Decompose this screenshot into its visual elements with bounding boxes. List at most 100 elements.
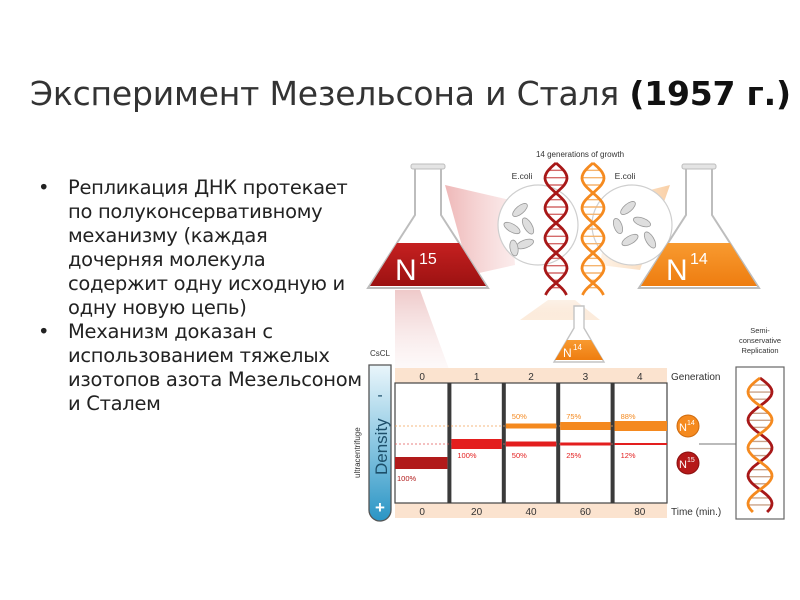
title-main: Эксперимент Мезельсона и Сталя <box>30 74 620 113</box>
beam-center <box>520 300 600 320</box>
time-tick: 40 <box>525 507 537 518</box>
flask-n14-liquid <box>641 243 757 286</box>
semi-label-line: Replication <box>741 346 778 355</box>
tube-body <box>368 364 392 522</box>
time-tick: 20 <box>471 507 483 518</box>
flask-n14: N 14 <box>637 163 761 289</box>
hybrid-percent-label: 12% <box>621 451 636 460</box>
flask-small-n14: N 14 <box>552 305 606 363</box>
legend-n14-symbol: N <box>679 422 687 434</box>
band-hybrid <box>451 439 502 449</box>
ecoli-left-group <box>497 184 579 266</box>
flask-n15-symbol: N <box>395 254 417 287</box>
bullet-item: • Механизм доказан с использованием тяжел… <box>38 320 368 416</box>
light-percent-label: 88% <box>621 412 636 421</box>
bullet-marker: • <box>38 176 50 199</box>
legend-n15-mass: 15 <box>687 457 695 464</box>
light-percent-label: 50% <box>512 412 527 421</box>
hybrid-percent-label: 25% <box>566 451 581 460</box>
growth-label: 14 generations of growth <box>536 150 624 159</box>
generation-tick: 1 <box>474 372 480 383</box>
hybrid-percent-label: 100% <box>457 451 477 460</box>
ecoli-right-label: E.coli <box>615 171 636 181</box>
page-title: Эксперимент Мезельсона и Сталя (1957 г.) <box>30 74 791 113</box>
ultracentrifuge-label: ultracentrifuge <box>353 427 362 478</box>
helix-strand <box>580 161 606 296</box>
helix-strand <box>746 376 774 513</box>
time-tick: 80 <box>634 507 646 518</box>
gradient-grid: 0 0 100% 1 20 100% 2 40 50% 50% 3 60 75% 25% 4 80 88% 12%… <box>394 368 721 518</box>
ecoli-left-label: E.coli <box>512 171 533 181</box>
heavy-percent-label: 100% <box>397 474 417 483</box>
helix-strand <box>543 161 569 296</box>
band-light <box>505 423 557 429</box>
grid-header-bar <box>395 368 667 383</box>
flask-n15-liquid <box>370 243 486 286</box>
grid-divider <box>447 383 452 503</box>
density-minus: - <box>377 387 382 404</box>
flask-small-mass: 14 <box>573 343 582 352</box>
bullet-text: Репликация ДНК протекает по полуконсерва… <box>68 176 348 319</box>
flask-n15-mass: 15 <box>419 251 437 268</box>
semi-label-line: conservative <box>739 336 781 345</box>
grid-footer-bar <box>395 503 667 518</box>
time-tick: 60 <box>580 507 592 518</box>
density-plus: + <box>375 498 385 517</box>
legend-n15-circle <box>676 451 700 475</box>
bacterium-icon <box>621 233 639 247</box>
band-hybrid <box>614 443 667 445</box>
band-light <box>614 421 667 431</box>
legend-n14-circle <box>676 414 700 438</box>
semi-box-frame <box>735 366 785 520</box>
title-year: (1957 г.) <box>629 74 791 113</box>
cscl-label: CsCL <box>370 349 391 358</box>
hybrid-percent-label: 50% <box>512 451 527 460</box>
flask-n14-rim <box>681 163 717 170</box>
bacterium-icon <box>503 221 521 235</box>
band-light <box>560 422 611 430</box>
band-heavy <box>395 457 448 469</box>
helix-strand <box>580 161 606 296</box>
band-hybrid <box>505 441 557 447</box>
dna-helix-light <box>580 161 606 296</box>
bacterium-icon <box>643 231 657 249</box>
band-hybrid <box>560 442 611 446</box>
generation-tick: 2 <box>528 372 534 383</box>
ecoli-right-circle <box>591 184 673 266</box>
generation-tick: 3 <box>583 372 589 383</box>
flask-n14-symbol: N <box>666 254 688 287</box>
time-tick: 0 <box>419 507 425 518</box>
dna-helix-semi <box>746 376 774 513</box>
flask-small-symbol: N <box>563 346 572 360</box>
generation-tick: 4 <box>637 372 643 383</box>
bacterium-icon <box>509 239 519 257</box>
legend-n15: N 15 <box>676 451 700 475</box>
bullet-list: • Репликация ДНК протекает по полуконсерв… <box>38 176 368 416</box>
ecoli-right-group <box>591 184 673 266</box>
light-percent-label: 75% <box>566 412 581 421</box>
semi-conservative-box: Semi- conservative Replication <box>735 326 785 520</box>
bullet-item: • Репликация ДНК протекает по полуконсерв… <box>38 176 368 320</box>
bacterium-icon <box>512 203 528 217</box>
dna-helix-heavy <box>543 161 569 296</box>
flask-n14-mass: 14 <box>690 251 708 268</box>
semi-label-line: Semi- <box>750 326 770 335</box>
legend-n14-mass: 14 <box>687 420 695 427</box>
legend-n15-symbol: N <box>679 459 687 471</box>
cscl-tube: CsCL Density - + ultracentrifuge <box>353 349 392 522</box>
bacterium-icon <box>521 217 535 235</box>
flask-n15-rim <box>410 163 446 170</box>
generation-label: Generation <box>671 372 720 383</box>
bullet-text: Механизм доказан с использованием тяжелы… <box>68 320 362 415</box>
grid-divider <box>610 383 615 503</box>
grid-divider <box>556 383 561 503</box>
flask-n15: N 15 <box>366 163 490 289</box>
bacterium-icon <box>612 217 624 235</box>
generation-tick: 0 <box>419 372 425 383</box>
legend-n14: N 14 <box>676 414 700 438</box>
bacterium-icon <box>633 216 651 228</box>
bullet-marker: • <box>38 320 50 343</box>
beam-down-left <box>395 290 450 372</box>
time-label: Time (min.) <box>671 507 721 518</box>
